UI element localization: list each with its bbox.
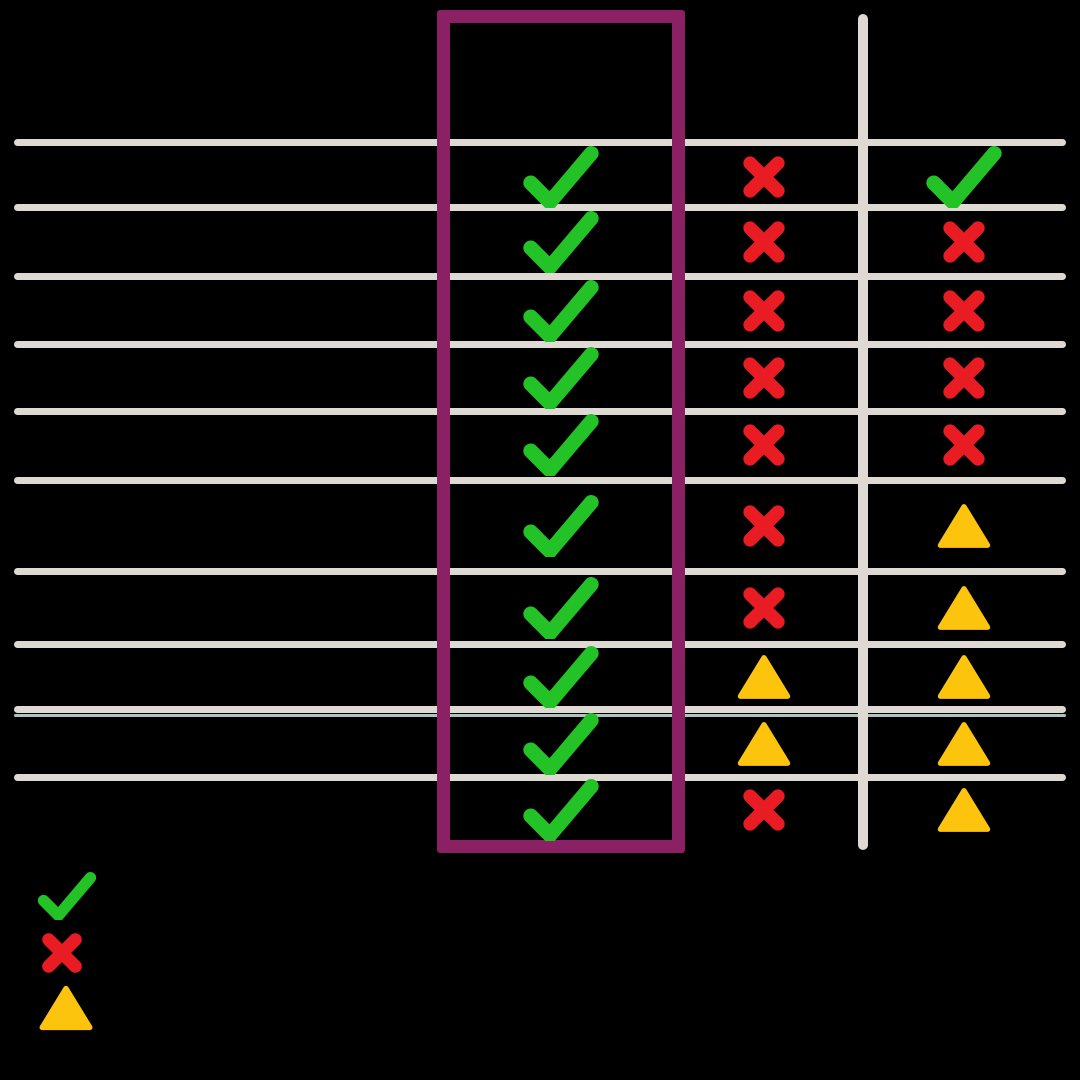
check-icon (523, 280, 599, 342)
check-icon (523, 146, 599, 208)
warning-icon (936, 787, 992, 833)
check-icon (523, 577, 599, 639)
warning-icon (936, 503, 992, 549)
cross-icon (940, 218, 988, 266)
check-icon (523, 347, 599, 409)
cross-icon (740, 354, 788, 402)
cross-icon (740, 786, 788, 834)
cross-icon (740, 287, 788, 335)
warning-icon (936, 721, 992, 767)
row-divider (14, 706, 1066, 713)
row-divider (14, 204, 1066, 211)
legend-check-icon (38, 872, 96, 920)
legend-warning-icon (39, 984, 93, 1032)
check-icon (523, 779, 599, 841)
check-icon (523, 713, 599, 775)
row-divider (14, 408, 1066, 415)
warning-icon (936, 654, 992, 700)
cross-icon (740, 584, 788, 632)
cross-icon (740, 218, 788, 266)
legend-cross-icon (39, 929, 85, 977)
check-icon (523, 495, 599, 557)
column-divider (858, 14, 868, 850)
cross-icon (940, 354, 988, 402)
row-divider (14, 641, 1066, 648)
cross-icon (940, 287, 988, 335)
check-icon (523, 414, 599, 476)
check-icon (523, 211, 599, 273)
cross-icon (740, 502, 788, 550)
row-divider (14, 341, 1066, 348)
warning-icon (936, 585, 992, 631)
warning-icon (736, 721, 792, 767)
warning-icon (736, 654, 792, 700)
cross-icon (740, 153, 788, 201)
cross-icon (740, 421, 788, 469)
row-divider (14, 139, 1066, 146)
row-divider (14, 477, 1066, 484)
highlight-column-frame (437, 10, 685, 853)
cross-icon (940, 421, 988, 469)
row-divider (14, 273, 1066, 280)
row-divider (14, 774, 1066, 781)
teal-accent-line (14, 714, 1066, 717)
row-divider (14, 568, 1066, 575)
check-icon (926, 146, 1002, 208)
check-icon (523, 646, 599, 708)
